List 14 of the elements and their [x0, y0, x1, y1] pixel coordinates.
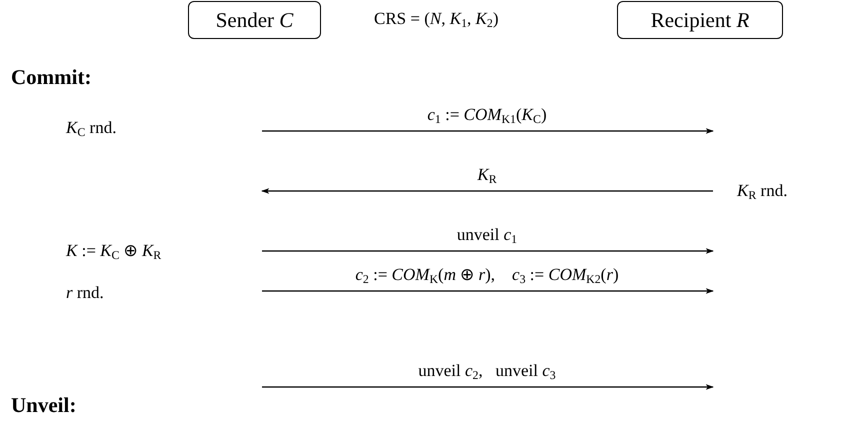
message-label: K$_{R}$	[477, 164, 497, 186]
sender-step: K$_{C}$ rnd.	[66, 117, 116, 139]
section-heading: Commit:	[11, 66, 92, 88]
participant-box: Sender C	[188, 1, 321, 39]
message-label: unveil c$_{1}$	[456, 224, 518, 246]
message-label: c$_{2}$ := COM$_{K}$(m ⊕ r), c$_{3}$ := COM$_{K2}$(r)	[355, 264, 619, 286]
sender-step: r rnd.	[66, 282, 104, 304]
section-heading: Unveil:	[11, 394, 76, 416]
participant-box: Recipient R	[617, 1, 783, 39]
setup-parameters: CRS = (N, K$_{1}$, K$_{2}$)	[374, 8, 498, 30]
message-label: unveil c$_{2}$, unveil c$_{3}$	[418, 360, 556, 382]
sender-step: K := K$_{C}$ ⊕ K$_{R}$	[66, 240, 162, 262]
message-label: c$_{1}$ := COM$_{K1}$(K$_{C}$)	[427, 104, 547, 126]
recipient-step: K$_{R}$ rnd.	[737, 180, 788, 202]
